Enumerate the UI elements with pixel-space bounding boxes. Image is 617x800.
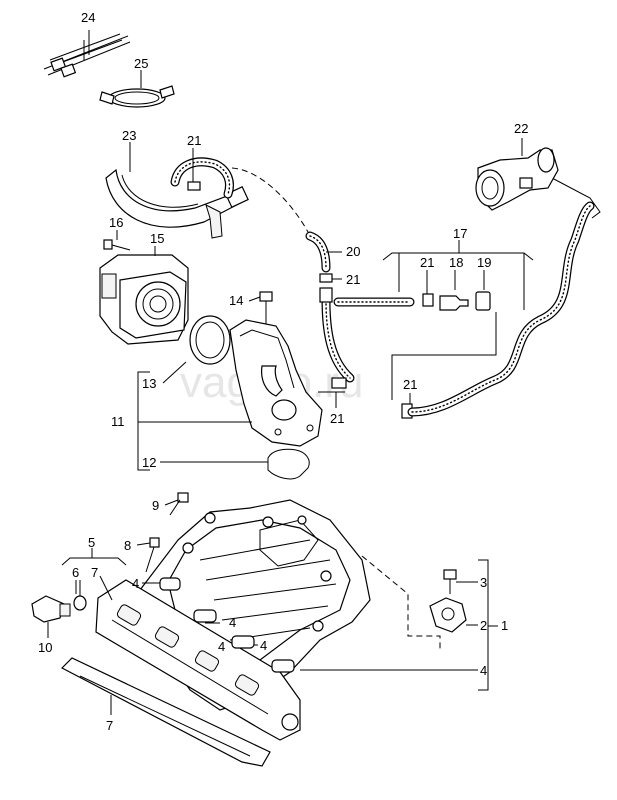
part-25-hose-clamp [99,70,175,108]
part-11-intake-neck [229,319,323,447]
callout-15: 15 [150,231,164,246]
part-7-gasket-strip [60,657,271,767]
callout-22: 22 [514,121,528,136]
part-24-cable-ties [43,30,131,78]
callout-11: 11 [111,414,125,429]
part-2-sensor [429,597,478,633]
part-9-bolt [164,492,189,516]
callout-4b: 4 [229,615,236,630]
part-6-o-ring [73,580,87,611]
hose-lower-21 [318,287,355,393]
part-10-sensor [31,595,71,638]
part-12-gasket [267,448,310,480]
callout-14: 14 [229,293,243,308]
callout-7a: 7 [91,565,98,580]
callout-19: 19 [477,255,491,270]
callout-12: 12 [142,455,156,470]
part-22-valve [475,138,559,211]
part-16-bolt [103,230,131,251]
callout-4a: 4 [132,576,139,591]
callout-24: 24 [81,10,95,25]
callout-21a: 21 [187,133,201,148]
hose-upper-21 [170,148,234,199]
callout-9: 9 [152,498,159,513]
callout-5: 5 [88,535,95,550]
callout-8: 8 [124,538,131,553]
manifold-flange [95,579,301,741]
callout-10: 10 [38,640,52,655]
callout-4d: 4 [260,638,267,653]
part-17-bracket [382,240,534,419]
callout-4e: 4 [480,663,487,678]
callout-18: 18 [449,255,463,270]
part-15-throttle-body [99,246,189,345]
part-8-bolt [136,537,160,573]
part-14-bolt [248,291,273,325]
callout-21c: 21 [420,255,434,270]
callout-21b: 21 [346,272,360,287]
callout-25: 25 [134,56,148,71]
callout-6: 6 [72,565,79,580]
callout-13: 13 [142,376,156,391]
callout-2: 2 [480,618,487,633]
callout-7b: 7 [106,718,113,733]
part-3-bolt [443,569,478,594]
part-13-gasket [162,315,231,384]
callout-23: 23 [122,128,136,143]
callout-16: 16 [109,215,123,230]
callout-1: 1 [501,618,508,633]
callout-21d: 21 [330,411,344,426]
callout-17: 17 [453,226,467,241]
hose-long-right [407,177,601,417]
callout-20: 20 [346,244,360,259]
hose-20 [305,231,342,283]
bracket-1 [300,559,498,691]
callout-4c: 4 [218,639,225,654]
part-4-gaskets [142,577,295,673]
bracket-5 [61,548,127,601]
callout-labels: 24 25 23 21 22 16 15 17 20 21 21 18 19 1… [38,10,528,733]
connection-dash-2 [361,555,441,650]
callout-3: 3 [480,575,487,590]
callout-21e: 21 [403,377,417,392]
connection-dash-23-20 [231,167,309,233]
bracket-11-13 [137,371,268,471]
